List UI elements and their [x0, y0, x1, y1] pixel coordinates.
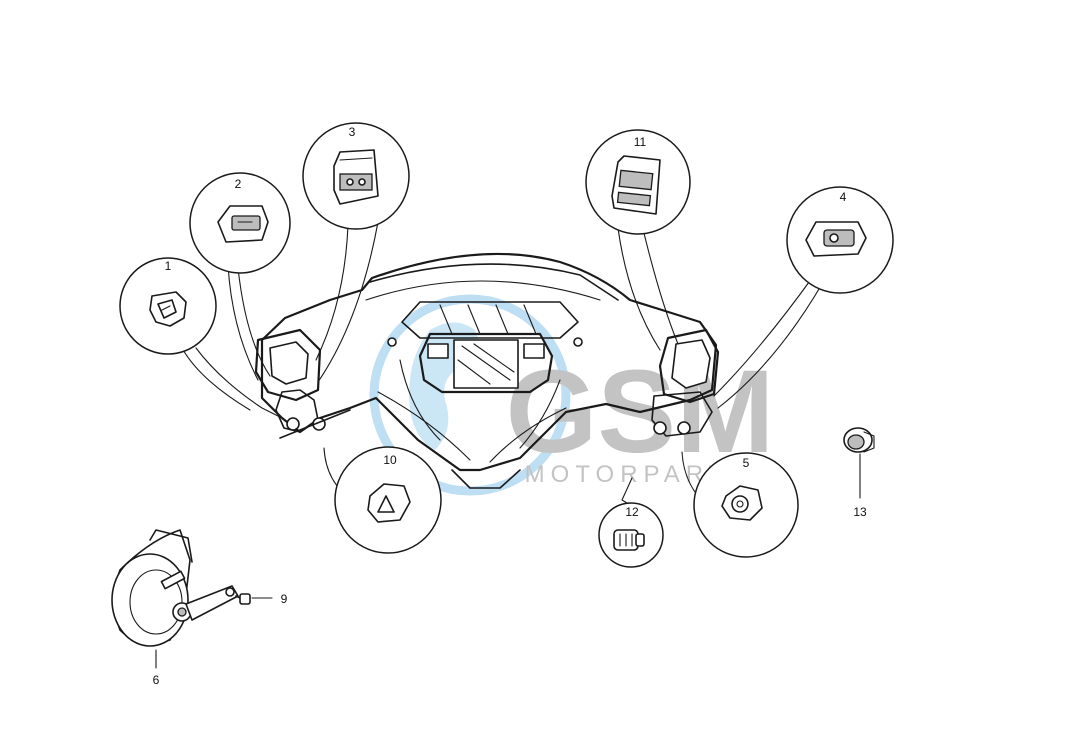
callout-5[interactable]: 5	[693, 452, 799, 558]
part-label-3: 3	[349, 125, 356, 139]
leader-lines	[181, 221, 831, 511]
part-label-11: 11	[634, 135, 647, 149]
hazard-switch-icon	[367, 483, 411, 523]
part-label-2: 2	[235, 177, 242, 191]
part-label-12: 12	[625, 505, 639, 519]
switch-11-icon	[611, 155, 661, 215]
switch-4-icon	[805, 221, 867, 257]
switch-2-icon	[217, 205, 269, 243]
part-label-6: 6	[153, 673, 160, 687]
part-label-13: 13	[853, 505, 867, 519]
switch-button-1-icon	[149, 291, 187, 327]
callout-1[interactable]: 1	[119, 257, 217, 355]
cap-13[interactable]: 13	[843, 427, 875, 519]
callout-11[interactable]: 11	[585, 129, 691, 235]
callout-3[interactable]: 3	[302, 122, 410, 230]
horn[interactable]: 6	[111, 529, 239, 687]
callout-12[interactable]: 12	[598, 502, 664, 568]
part-label-5: 5	[743, 456, 750, 470]
left-switch-housing	[254, 328, 351, 439]
screw[interactable]: 9	[235, 592, 288, 606]
part-label-1: 1	[165, 259, 172, 273]
switch-5-icon	[721, 485, 763, 521]
switch-3-icon	[333, 149, 379, 205]
callout-10[interactable]: 10	[334, 446, 442, 554]
handlebar-cover	[260, 252, 718, 489]
callout-2[interactable]: 2	[189, 172, 291, 274]
watermark-globe	[369, 294, 571, 496]
right-switch-housing	[651, 328, 720, 437]
part-label-10: 10	[383, 453, 397, 467]
part-label-9: 9	[281, 592, 288, 606]
switch-12-icon	[613, 529, 645, 551]
callout-4[interactable]: 4	[786, 186, 894, 294]
part-label-4: 4	[840, 190, 847, 204]
